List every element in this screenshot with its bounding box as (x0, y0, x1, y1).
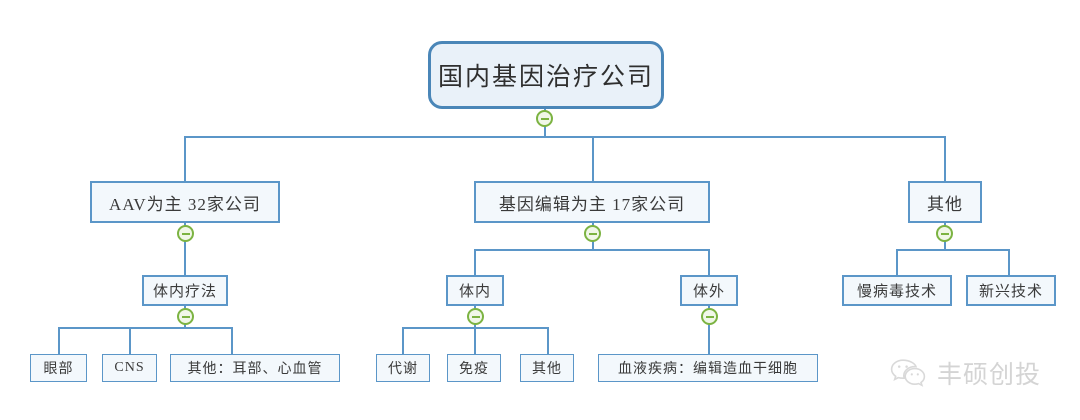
node-root[interactable]: 国内基因治疗公司 (428, 41, 664, 109)
node-other-mid[interactable]: 其他 (520, 354, 574, 382)
minus-icon (181, 315, 190, 318)
connector-drop-other-mid (547, 327, 549, 354)
node-lentivirus-tech[interactable]: 慢病毒技术 (842, 275, 952, 306)
connector-level3-right-bus (896, 249, 1010, 251)
node-other-label: 其他 (927, 194, 963, 214)
node-aav[interactable]: AAV为主 32家公司 (90, 181, 280, 223)
node-eye-label: 眼部 (43, 362, 74, 377)
node-root-label: 国内基因治疗公司 (437, 64, 654, 91)
toggle-root[interactable] (536, 110, 553, 127)
connector-level3-mid-bus (474, 249, 710, 251)
node-other-mid-label: 其他 (532, 362, 562, 377)
connector-ex-vivo-to-blood-disease (708, 306, 710, 354)
node-in-vivo[interactable]: 体内 (446, 275, 504, 306)
node-emerging-tech[interactable]: 新兴技术 (966, 275, 1056, 306)
toggle-aav[interactable] (177, 225, 194, 242)
connector-drop-in-vivo (474, 249, 476, 275)
minus-icon (181, 232, 190, 235)
node-aav-label: AAV为主 32家公司 (109, 194, 261, 214)
wechat-icon (890, 358, 928, 388)
node-ex-vivo-label: 体外 (692, 284, 725, 300)
watermark: 丰硕创投 (890, 355, 1041, 391)
connector-level2-bus (184, 136, 946, 138)
node-other-ear-cardio[interactable]: 其他：耳部、心血管 (170, 354, 340, 382)
minus-icon (471, 315, 480, 318)
toggle-in-vivo-therapy[interactable] (177, 308, 194, 325)
node-metabolism[interactable]: 代谢 (376, 354, 430, 382)
node-in-vivo-label: 体内 (458, 284, 491, 300)
toggle-gene-editing[interactable] (584, 225, 601, 242)
minus-icon (588, 232, 597, 235)
minus-icon (540, 117, 549, 120)
node-lentivirus-tech-label: 慢病毒技术 (856, 284, 937, 300)
node-cns[interactable]: CNS (102, 354, 157, 382)
connector-level4-left-bus (58, 327, 232, 329)
toggle-in-vivo[interactable] (467, 308, 484, 325)
connector-drop-eye (58, 327, 60, 354)
connector-drop-other (944, 136, 946, 181)
connector-drop-metabolism (402, 327, 404, 354)
connector-drop-lentivirus (896, 249, 898, 275)
connector-drop-immunity (474, 327, 476, 354)
node-immunity-label: 免疫 (459, 362, 489, 377)
node-emerging-tech-label: 新兴技术 (978, 284, 1043, 300)
watermark-text: 丰硕创投 (937, 361, 1042, 389)
node-other-ear-cardio-label: 其他：耳部、心血管 (187, 362, 323, 377)
toggle-ex-vivo[interactable] (701, 308, 718, 325)
connector-drop-gene-editing (592, 136, 594, 181)
node-eye[interactable]: 眼部 (30, 354, 87, 382)
node-immunity[interactable]: 免疫 (447, 354, 501, 382)
connector-drop-cns (129, 327, 131, 354)
node-metabolism-label: 代谢 (388, 362, 418, 377)
node-gene-editing[interactable]: 基因编辑为主 17家公司 (474, 181, 710, 223)
minus-icon (705, 315, 714, 318)
node-blood-disease[interactable]: 血液疾病：编辑造血干细胞 (598, 354, 818, 382)
connector-drop-aav (184, 136, 186, 181)
connector-drop-other-ear-cardio (231, 327, 233, 354)
node-in-vivo-therapy-label: 体内疗法 (152, 284, 217, 300)
minus-icon (940, 232, 949, 235)
node-gene-editing-label: 基因编辑为主 17家公司 (498, 194, 686, 214)
connector-drop-emerging-tech (1008, 249, 1010, 275)
toggle-other[interactable] (936, 225, 953, 242)
connector-drop-ex-vivo (708, 249, 710, 275)
node-blood-disease-label: 血液疾病：编辑造血干细胞 (618, 362, 798, 377)
node-other[interactable]: 其他 (908, 181, 982, 223)
node-in-vivo-therapy[interactable]: 体内疗法 (142, 275, 228, 306)
connector-aav-to-in-vivo-therapy (184, 223, 186, 275)
node-ex-vivo[interactable]: 体外 (680, 275, 738, 306)
node-cns-label: CNS (114, 360, 145, 375)
